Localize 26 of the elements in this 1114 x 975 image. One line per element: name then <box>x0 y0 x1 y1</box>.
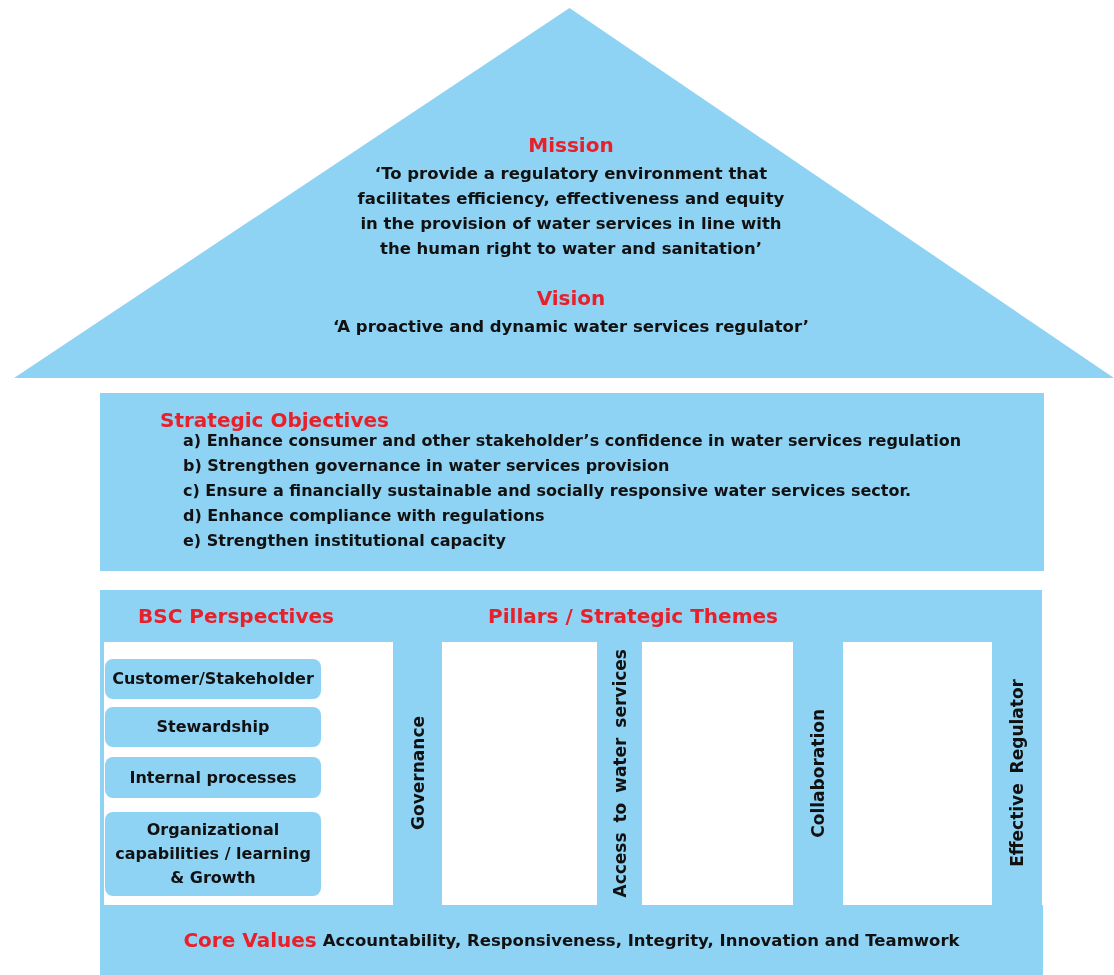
section-heading: Core Values <box>183 928 317 952</box>
pillar-label: Collaboration <box>808 708 828 838</box>
column-heading: BSC Perspectives <box>137 604 335 628</box>
objective-item: d) Enhance compliance with regulations <box>183 506 545 525</box>
section-heading: Vision <box>535 286 607 310</box>
objective-item: e) Strengthen institutional capacity <box>183 531 506 550</box>
column-heading: Pillars / Strategic Themes <box>487 604 779 628</box>
perspective-box: Organizational capabilities / learning & Growth <box>105 812 321 896</box>
perspective-box: Internal processes <box>105 757 321 798</box>
perspective-box: Stewardship <box>105 707 321 747</box>
values-text: Accountability, Responsiveness, Integrity, Innovation and Teamwork <box>322 930 960 950</box>
base-band <box>100 905 1043 975</box>
pillar-label: Access to water services <box>609 648 630 898</box>
pillar-label: Effective Regulator <box>1007 679 1027 867</box>
section-heading: Mission <box>527 133 615 157</box>
perspective-box: Customer/Stakeholder <box>105 659 321 699</box>
pillar-label: Governance <box>407 716 428 830</box>
objectives-band <box>100 393 1044 571</box>
objective-item: a) Enhance consumer and other stakeholder’s confidence in water services regulation <box>183 431 962 450</box>
section-heading: Strategic Objectives <box>160 408 389 432</box>
objective-item: b) Strengthen governance in water services provision <box>183 456 670 475</box>
statement-text: ‘To provide a regulatory environment that facilitates efficiency, effectiveness and equity in the provision of water services in line with the human right to water and sanitation’ <box>356 163 786 260</box>
roof-triangle <box>14 8 1114 378</box>
statement-text: ‘A proactive and dynamic water services regulator’ <box>332 316 810 338</box>
objective-item: c) Ensure a financially sustainable and socially responsive water services sector. <box>183 481 912 500</box>
header-bar <box>100 590 1042 642</box>
